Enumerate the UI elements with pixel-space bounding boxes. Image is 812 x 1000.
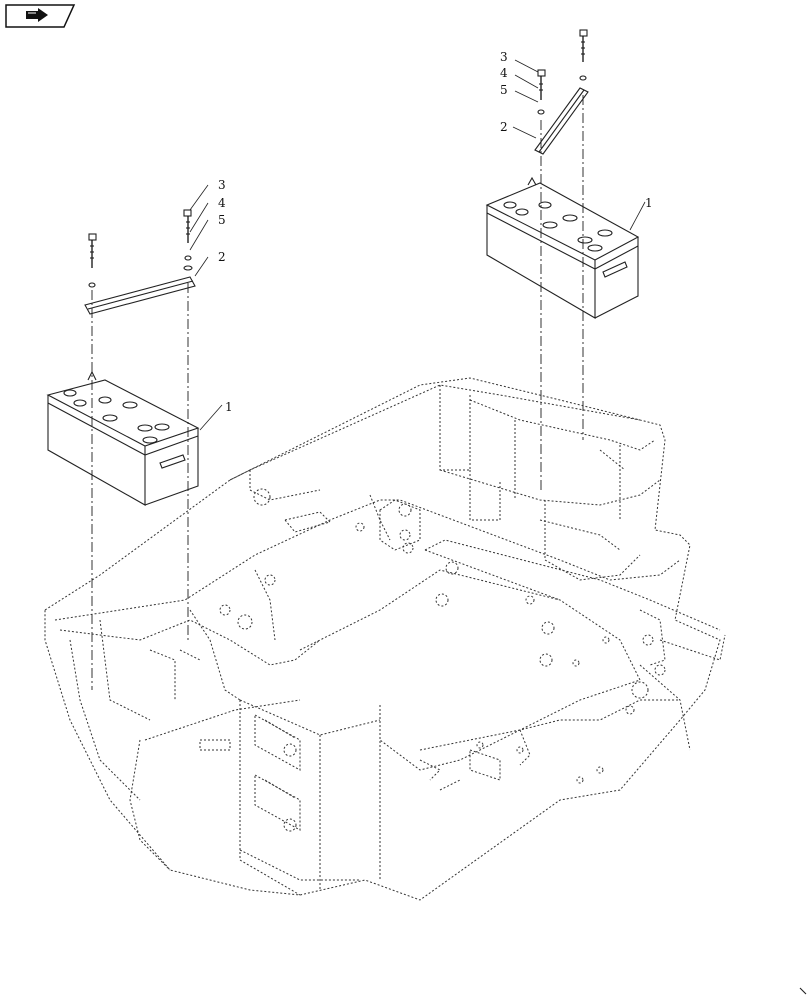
leader-lines <box>189 59 646 431</box>
corner-mark <box>799 987 807 995</box>
left-battery <box>46 370 200 506</box>
callout-right-washer: 4 <box>500 66 508 80</box>
right-battery <box>485 176 640 319</box>
callout-left-nut: 5 <box>218 213 226 227</box>
left-hold-down <box>84 209 196 315</box>
right-hold-down <box>534 29 589 155</box>
chassis-frame <box>44 377 726 901</box>
callout-right-battery: 1 <box>645 196 653 210</box>
callout-left-bolt: 3 <box>218 178 226 192</box>
callout-right-strap: 2 <box>500 120 508 134</box>
forward-arrow-icon <box>5 4 76 28</box>
callout-right-nut: 5 <box>500 83 508 97</box>
callout-labels: 3 4 5 2 1 3 4 5 2 1 <box>218 50 653 414</box>
alignment-lines <box>91 95 584 690</box>
callout-left-washer: 4 <box>218 196 226 210</box>
callout-right-bolt: 3 <box>500 50 508 64</box>
forward-nav-button[interactable] <box>4 3 76 29</box>
callout-left-battery: 1 <box>225 400 233 414</box>
callout-left-strap: 2 <box>218 250 226 264</box>
